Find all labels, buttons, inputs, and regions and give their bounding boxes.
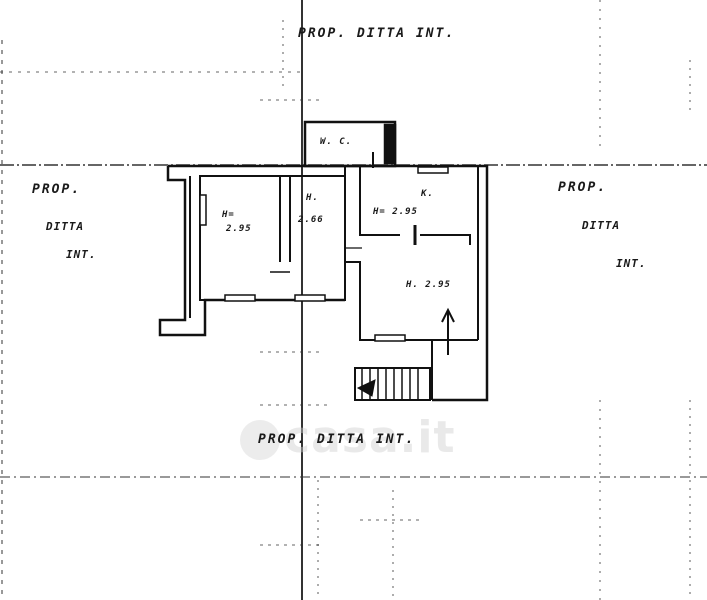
label-prop-right-3: INT. xyxy=(616,257,647,270)
label-height-living: H. 2.95 xyxy=(406,280,451,290)
label-prop-right-2: DITTA xyxy=(582,219,621,232)
label-height-corridor-2: 2.66 xyxy=(298,215,324,225)
label-height-left-2: 2.95 xyxy=(226,224,252,234)
label-prop-top: PROP. DITTA INT. xyxy=(298,26,456,41)
label-prop-left-2: DITTA xyxy=(46,220,85,233)
label-height-left-1: H= xyxy=(222,210,235,220)
label-prop-right-1: PROP. xyxy=(558,180,608,195)
label-prop-left-1: PROP. xyxy=(32,182,82,197)
label-prop-bottom: PROP. DITTA INT. xyxy=(258,432,416,447)
watermark-logo-icon xyxy=(240,420,280,460)
building-walls xyxy=(158,120,489,402)
label-prop-left-3: INT. xyxy=(66,248,97,261)
label-height-kitchen: H= 2.95 xyxy=(373,207,418,217)
watermark: casa.it xyxy=(284,412,456,463)
label-kitchen: K. xyxy=(421,189,434,199)
label-wc: W. C. xyxy=(320,137,353,147)
label-height-corridor-1: H. xyxy=(306,193,319,203)
